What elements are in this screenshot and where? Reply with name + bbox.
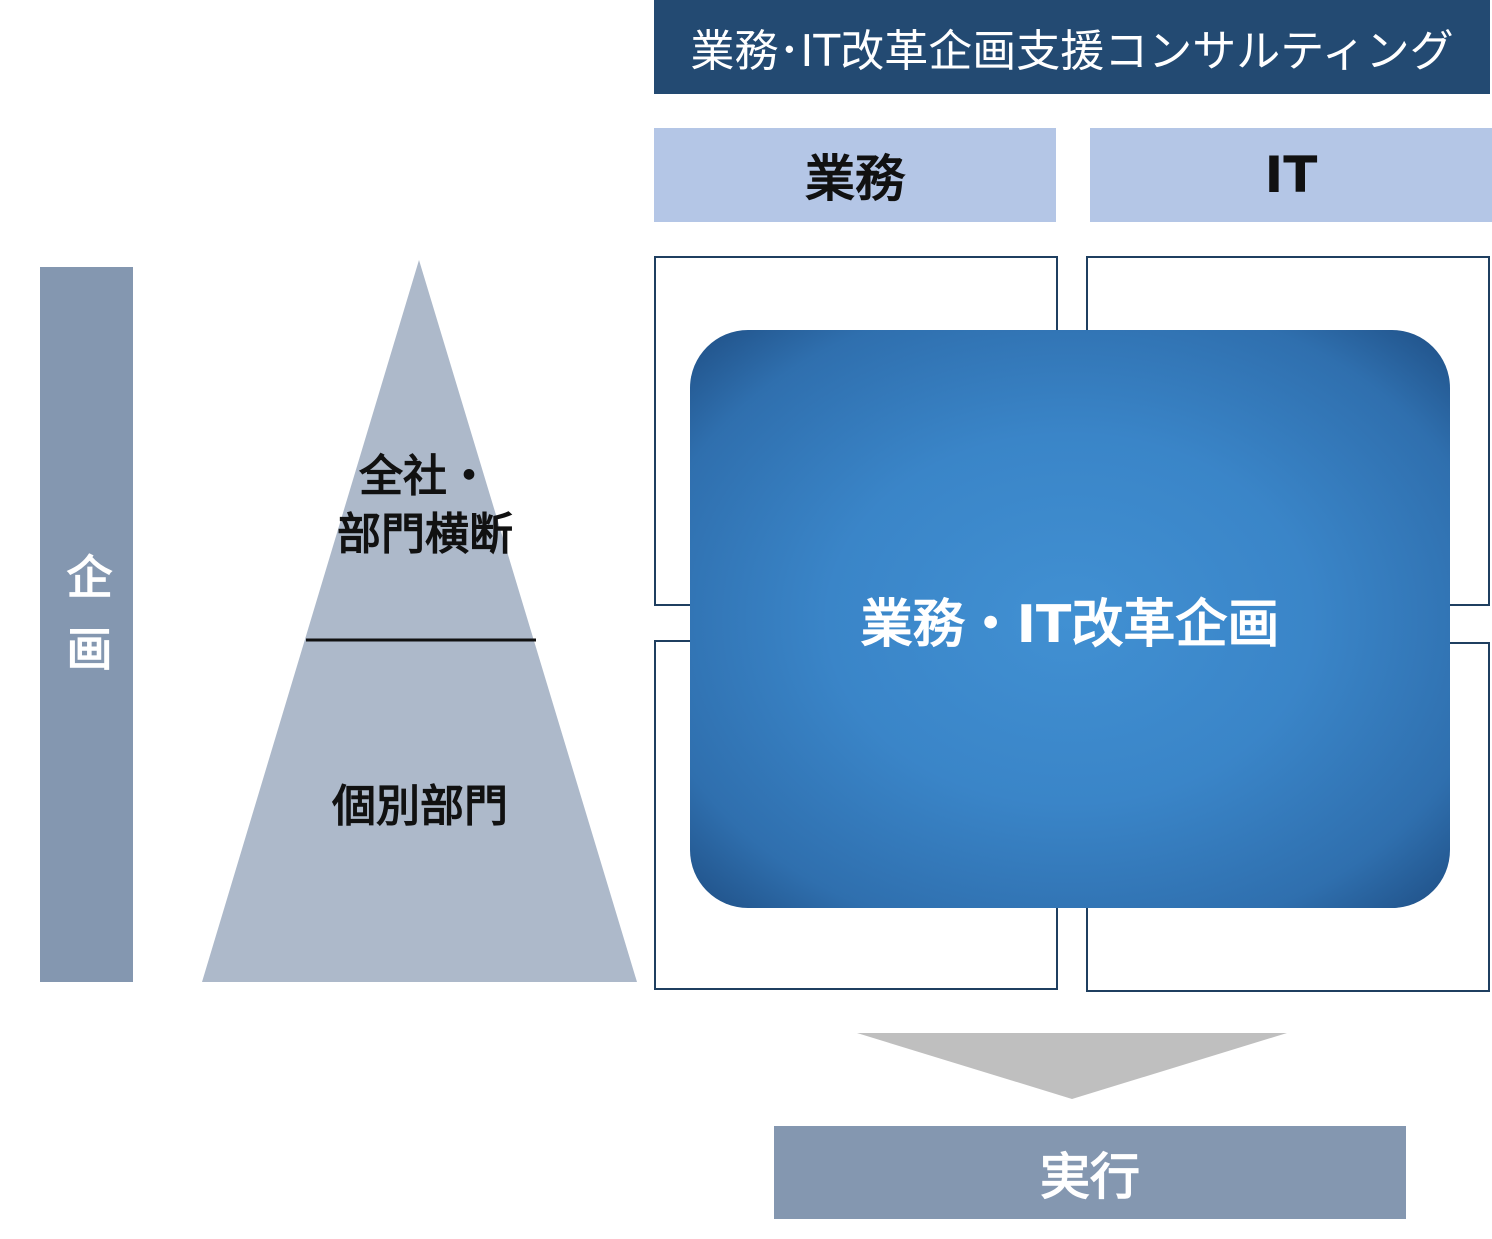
down-arrow-icon <box>857 1033 1287 1099</box>
pyramid-diagram <box>202 260 637 982</box>
column-header-gyomu: 業務 <box>654 128 1056 222</box>
execute-box: 実行 <box>774 1126 1406 1219</box>
column-header-it: IT <box>1090 128 1492 222</box>
pyramid-triangle <box>202 260 637 982</box>
left-planning-bar: 企画 <box>40 267 133 982</box>
center-plan-box: 業務・IT改革企画 <box>690 330 1450 908</box>
left-bar-label: 企画 <box>59 552 114 697</box>
header-banner: 業務･IT改革企画支援コンサルティング <box>654 0 1490 94</box>
pyramid-bottom-label: 個別部門 <box>332 781 508 832</box>
pyramid-top-label: 全社・ 部門横断 <box>337 451 513 560</box>
